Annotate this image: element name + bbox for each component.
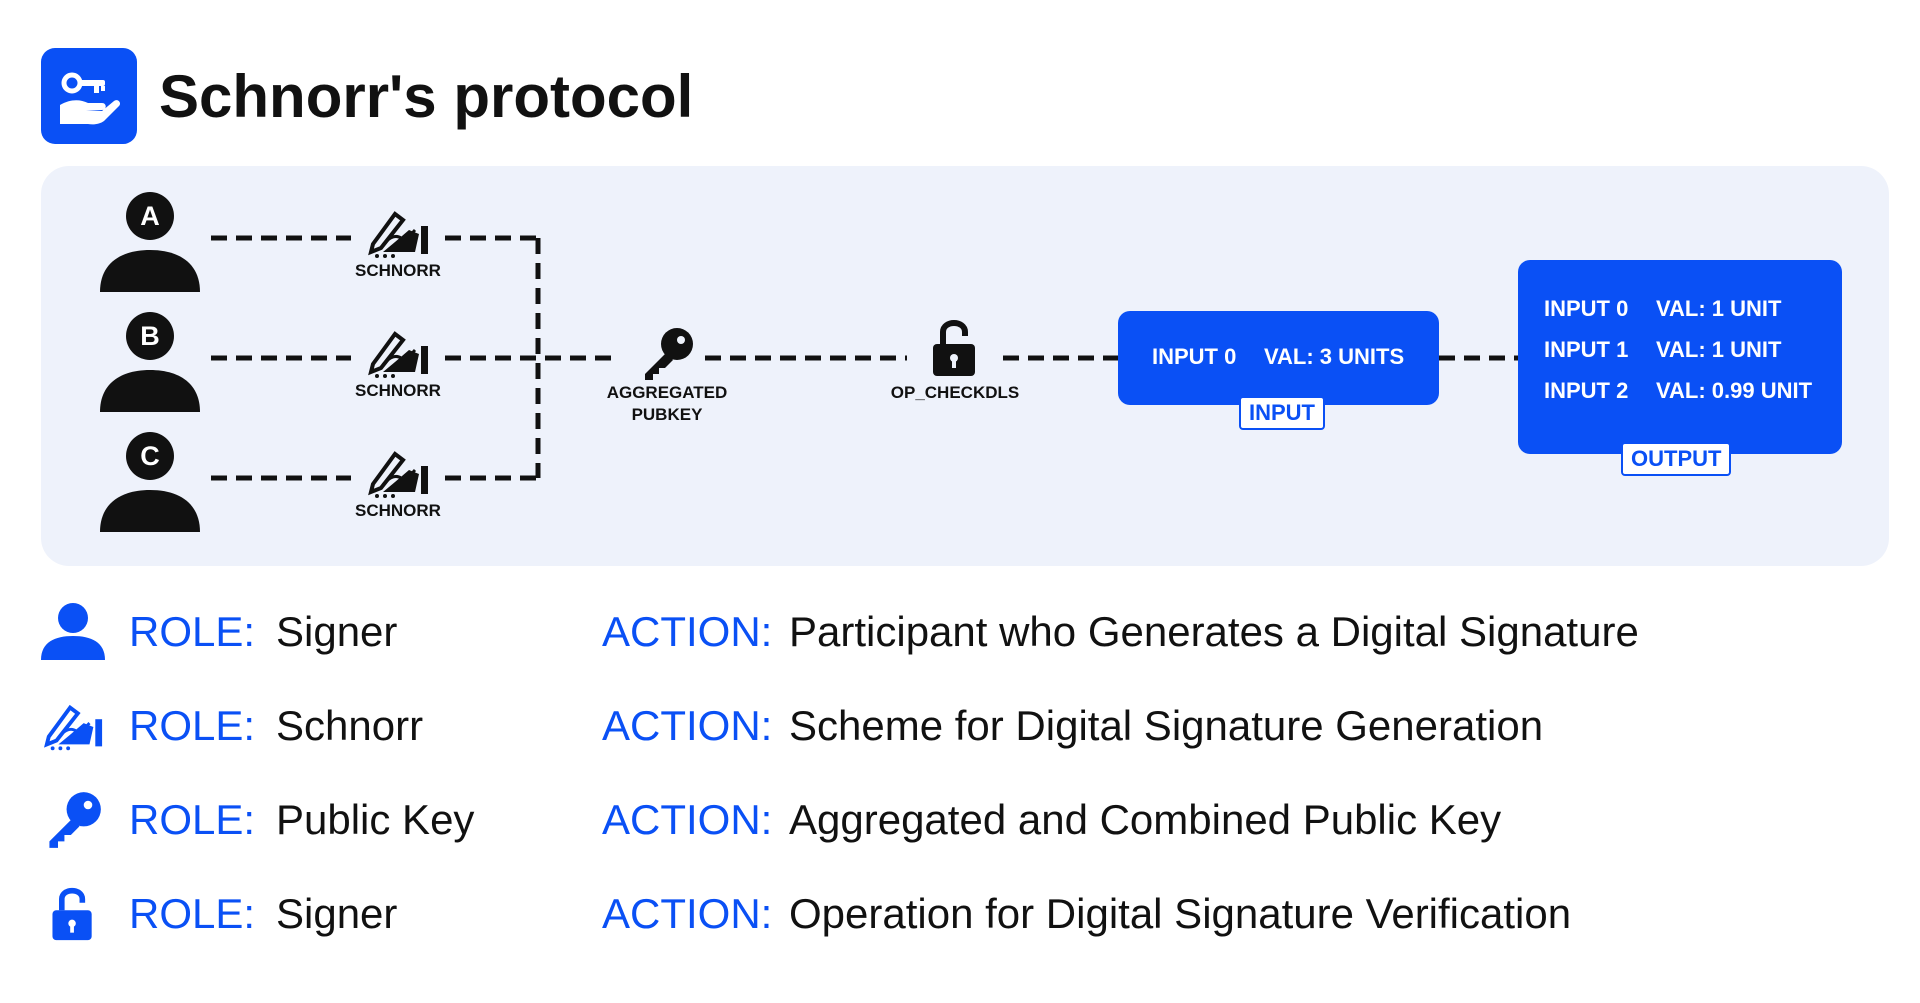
signer-letter: A <box>140 201 160 231</box>
role-value: Signer <box>276 608 398 655</box>
role-value: Schnorr <box>276 702 424 749</box>
input-box-input: INPUT 0 <box>1152 344 1237 369</box>
input-tag: INPUT <box>1239 396 1325 430</box>
signer-a: A <box>98 192 202 296</box>
signer-letter: C <box>140 441 160 471</box>
key-hand-logo-icon <box>41 48 137 144</box>
action-value: Operation for Digital Signature Verifica… <box>789 890 1572 937</box>
action-key: ACTION: <box>602 702 773 749</box>
schnorr-label-a: SCHNORR <box>355 261 441 280</box>
diagram-panel: A B C SCHNORR <box>41 166 1889 566</box>
output-row-val: VAL: 1 UNIT <box>1656 296 1782 321</box>
output-row-val: VAL: 1 UNIT <box>1656 337 1782 362</box>
role-value: Public Key <box>276 796 475 843</box>
aggregated-pubkey-label: AGGREGATED PUBKEY <box>577 382 757 426</box>
user-icon <box>41 600 105 664</box>
aggregated-label-line2: PUBKEY <box>631 405 703 424</box>
legend-row-schnorr: ROLE: Schnorr ACTION: Scheme for Digital… <box>41 696 1891 756</box>
dashed-connectors <box>211 235 1518 481</box>
signature-icon <box>365 328 431 383</box>
output-row-input: INPUT 1 <box>1544 337 1629 362</box>
action-value: Participant who Generates a Digital Sign… <box>789 608 1639 655</box>
output-row-input: INPUT 2 <box>1544 378 1629 403</box>
schnorr-label-b: SCHNORR <box>355 381 441 400</box>
unlock-icon <box>41 882 105 946</box>
page-title: Schnorr's protocol <box>159 62 694 130</box>
input-box-val: VAL: 3 UNITS <box>1264 344 1405 369</box>
unlock-icon <box>925 316 985 385</box>
role-key: ROLE: <box>129 702 256 749</box>
header: Schnorr's protocol <box>41 48 693 144</box>
action-key: ACTION: <box>602 796 773 843</box>
signer-c: C <box>98 432 202 536</box>
schnorr-label-c: SCHNORR <box>355 501 441 520</box>
action-value: Aggregated and Combined Public Key <box>789 796 1502 843</box>
signature-icon <box>365 448 431 503</box>
aggregated-label-line1: AGGREGATED <box>606 383 728 402</box>
action-key: ACTION: <box>602 608 773 655</box>
key-icon <box>41 788 105 852</box>
op-checkdls-label: OP_CHECKDLS <box>890 383 1020 402</box>
role-key: ROLE: <box>129 890 256 937</box>
role-value: Signer <box>276 890 398 937</box>
legend-row-verifier: ROLE: Signer ACTION: Operation for Digit… <box>41 884 1891 944</box>
key-icon <box>639 326 695 387</box>
action-key: ACTION: <box>602 890 773 937</box>
legend-row-public-key: ROLE: Public Key ACTION: Aggregated and … <box>41 790 1891 850</box>
action-value: Scheme for Digital Signature Generation <box>789 702 1544 749</box>
signature-icon <box>365 208 431 263</box>
role-key: ROLE: <box>129 608 256 655</box>
input-box: INPUT 0 VAL: 3 UNITS <box>1118 311 1439 405</box>
output-row-input: INPUT 0 <box>1544 296 1629 321</box>
output-box: INPUT 0 VAL: 1 UNIT INPUT 1 VAL: 1 UNIT … <box>1518 260 1842 454</box>
output-row-val: VAL: 0.99 UNIT <box>1656 378 1813 403</box>
output-tag: OUTPUT <box>1621 442 1732 476</box>
signer-b: B <box>98 312 202 416</box>
role-key: ROLE: <box>129 796 256 843</box>
legend-row-signer: ROLE: Signer ACTION: Participant who Gen… <box>41 602 1891 662</box>
signature-icon <box>41 694 105 758</box>
signer-letter: B <box>140 321 160 351</box>
